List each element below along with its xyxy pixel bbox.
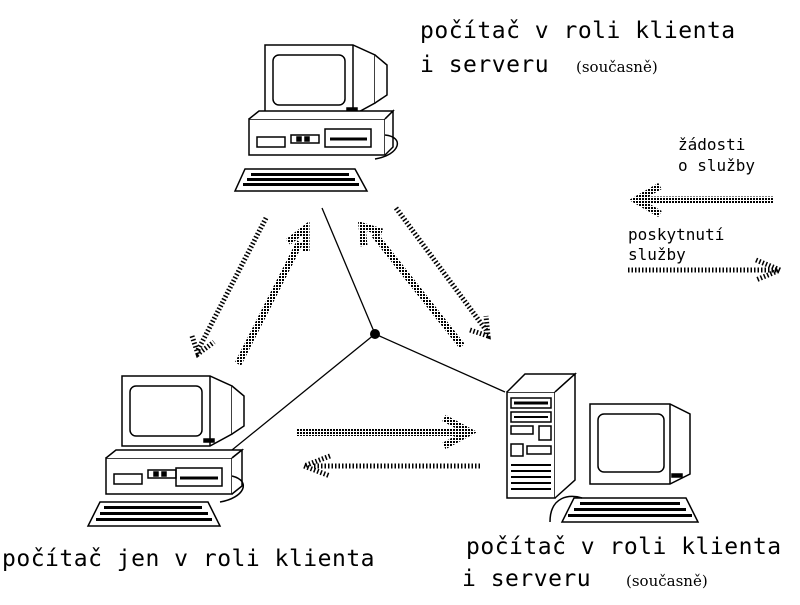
desktop-computer-icon	[549, 403, 700, 523]
connection-lines	[231, 207, 506, 451]
bottom-left-node-label: počítač jen v roli klienta	[2, 546, 376, 572]
top-node-label-line2: i serveru	[420, 52, 550, 78]
link-bottom-right	[374, 333, 506, 393]
bottom-right-node-label-line1: počítač v roli klienta	[466, 534, 782, 560]
link-top	[321, 207, 376, 335]
request-arrow-icon	[234, 182, 774, 450]
top-node-note: (současně)	[576, 58, 658, 76]
top-node-label-line1: počítač v roli klienta	[420, 18, 736, 44]
desktop-computer-icon	[86, 375, 245, 527]
legend-request-line2: o služby	[678, 156, 756, 175]
legend-service-line2: služby	[628, 245, 686, 264]
desktop-computer-icon	[233, 44, 399, 192]
tower-computer-icon	[506, 372, 577, 499]
link-bottom-left	[231, 333, 376, 451]
legend-request-line1: žádosti	[678, 135, 746, 154]
bottom-right-node-label-line2: i serveru	[462, 566, 592, 592]
service-arrow-icon	[189, 206, 787, 479]
hub-icon	[370, 329, 380, 339]
legend-service-line1: poskytnutí	[628, 225, 725, 244]
bottom-right-node-note: (současně)	[626, 572, 708, 590]
